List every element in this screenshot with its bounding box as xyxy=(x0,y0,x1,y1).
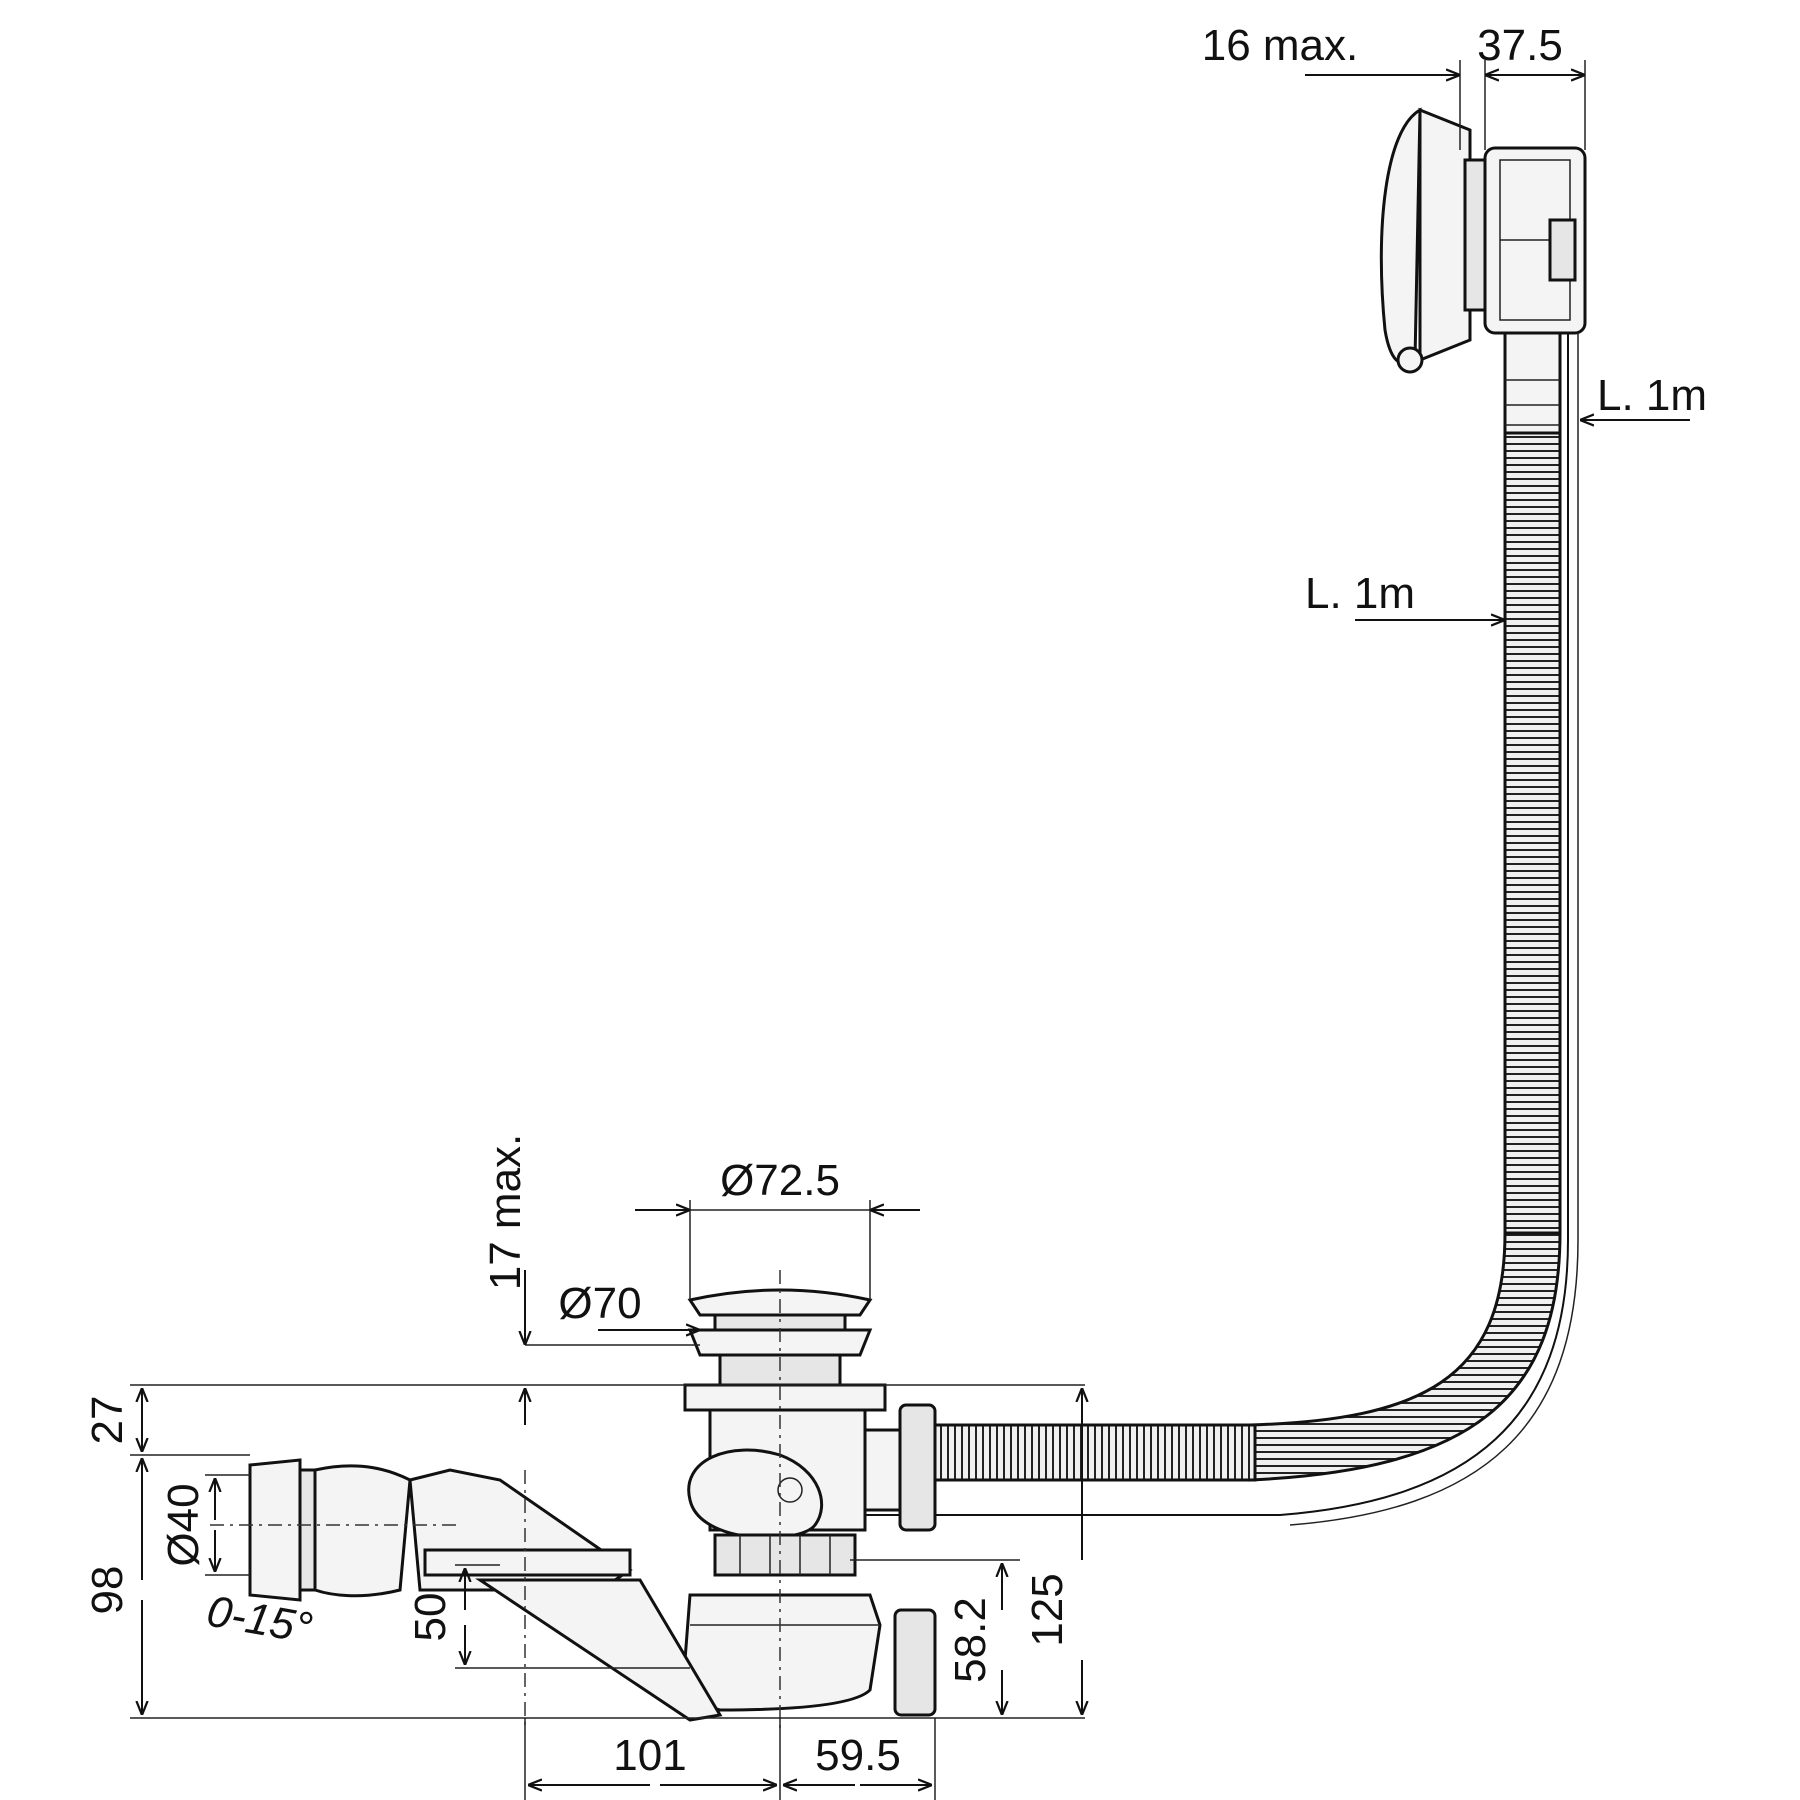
waste-body xyxy=(683,1383,937,1540)
overflow-connector xyxy=(1503,331,1562,435)
label-58-2: 58.2 xyxy=(946,1597,995,1683)
label-cap-diameter: Ø72.5 xyxy=(720,1156,840,1205)
bowden-cable xyxy=(850,333,1579,1526)
label-101: 101 xyxy=(613,1731,686,1780)
label-cable-length: L. 1m xyxy=(1597,371,1707,420)
trap-bowl xyxy=(682,1593,937,1717)
label-37-5: 37.5 xyxy=(1477,21,1563,70)
label-16-max: 16 max. xyxy=(1202,21,1359,70)
corrugated-hose-bend xyxy=(1248,1231,1562,1482)
trap-nut xyxy=(713,1533,857,1577)
label-outlet-diameter: Ø40 xyxy=(159,1483,208,1566)
label-125: 125 xyxy=(1023,1573,1072,1646)
side-outlet xyxy=(248,1458,723,1722)
label-98: 98 xyxy=(83,1566,132,1615)
label-59-5: 59.5 xyxy=(815,1731,901,1780)
label-27: 27 xyxy=(83,1396,132,1445)
label-50: 50 xyxy=(406,1593,455,1642)
label-17-max: 17 max. xyxy=(481,1134,530,1291)
corrugated-hose-horizontal xyxy=(933,1423,1257,1482)
corrugated-hose-vertical xyxy=(1503,431,1562,1235)
center-lines xyxy=(210,1270,781,1730)
dimension-lines xyxy=(130,60,1690,1800)
label-body-diameter: Ø70 xyxy=(558,1279,641,1328)
label-hose-length: L. 1m xyxy=(1305,569,1415,618)
